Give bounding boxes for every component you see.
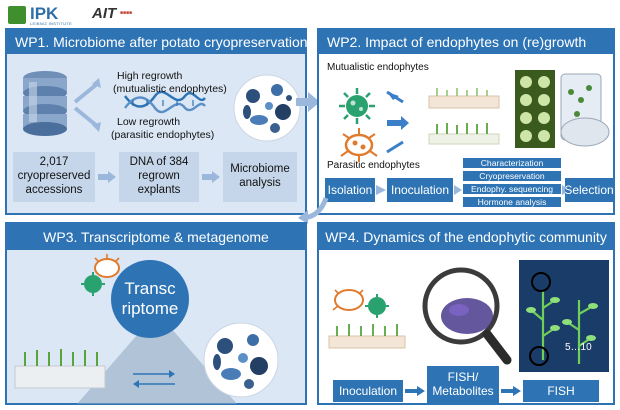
parasitic-microbe-icon	[340, 128, 378, 162]
selection-box: Selection	[564, 178, 614, 202]
mutualistic-label: Mutualistic endophytes	[327, 62, 429, 73]
magnifier-icon	[422, 267, 512, 365]
petri-plates-photo	[515, 70, 555, 148]
wp4-microbes-icon	[332, 289, 389, 318]
wp4-inoculation-box: Inoculation	[333, 380, 403, 402]
wp4-arrow-1	[405, 386, 425, 396]
step-endophyte-sequencing: Endophy. sequencing	[463, 184, 561, 194]
wp2-to-wp3-arrow	[298, 197, 329, 224]
database-icon	[23, 71, 67, 136]
wp4-plant-tray	[328, 324, 406, 349]
wp3-microbes-icon	[81, 254, 120, 296]
step-characterization: Characterization	[463, 158, 561, 168]
parasitic-label: Parasitic endophytes	[327, 160, 420, 171]
microbe-cluster-icon	[233, 74, 301, 142]
step-cryopreservation: Cryopreservation	[463, 171, 561, 181]
wp3-microbiome-icon	[203, 322, 279, 398]
wp2-arrow-1	[376, 185, 386, 195]
wp3-title: WP3. Transcriptome & metagenome	[7, 224, 305, 250]
ipk-logo-subtext: LEIBNIZ INSTITUTE	[30, 21, 72, 26]
wp1-to-wp2-arrow	[296, 92, 320, 112]
transcriptome-circle: Transc riptome	[111, 260, 189, 338]
ait-logo-subtext: ■■■■	[120, 10, 133, 16]
wp2-arrow-2	[454, 185, 462, 195]
transcriptome-label: Transc riptome	[121, 279, 179, 318]
isolation-box: Isolation	[325, 178, 375, 202]
low-regrowth-label: Low regrowth	[117, 116, 181, 128]
ipk-logo-text: IPK	[30, 4, 59, 23]
wp2-title: WP2. Impact of endophytes on (re)growth	[319, 30, 613, 54]
wp1-box-dna: DNA of 384 regrown explants	[119, 152, 199, 202]
wp1-branch-arrows	[73, 78, 101, 132]
wp1-box-microbiome: Microbiome analysis	[223, 152, 297, 202]
wp1-arrow-1	[98, 171, 116, 183]
step-hormone-analysis: Hormone analysis	[463, 197, 561, 207]
plant-growth-photo	[519, 260, 609, 372]
wp4-fish-metabolites-box: FISH/ Metabolites	[427, 366, 499, 404]
timeline-label: 5…10	[565, 342, 592, 353]
high-regrowth-label: High regrowth	[117, 70, 183, 82]
inoculation-box: Inoculation	[387, 178, 453, 202]
ipk-leaf-icon	[8, 6, 26, 24]
wp4-arrow-2	[501, 386, 521, 396]
wp4-fish-box: FISH	[523, 380, 599, 402]
wp2-arrows-icon	[386, 90, 409, 154]
culture-bag-photo	[560, 73, 610, 147]
wp1-arrow-2	[202, 171, 220, 183]
wp2-steps-stack: Characterization Cryopreservation Endoph…	[463, 154, 561, 210]
ipk-logo: IPK LEIBNIZ INSTITUTE	[8, 4, 78, 26]
plant-tray-icon-2	[428, 123, 500, 145]
mutualistic-microbe-icon	[339, 88, 375, 124]
wp3-exchange-arrows	[133, 370, 175, 388]
wp1-panel: WP1. Microbiome after potato cryopreserv…	[5, 28, 308, 215]
wp4-title: WP4. Dynamics of the endophytic communit…	[319, 224, 613, 250]
high-regrowth-sublabel: (mutualistic endophytes)	[113, 83, 227, 95]
wp3-triangle	[77, 312, 237, 404]
wp1-box-accessions: 2,017 cryopreserved accessions	[13, 152, 95, 202]
wp1-title: WP1. Microbiome after potato cryopreserv…	[7, 30, 308, 54]
wp4-panel: WP4. Dynamics of the endophytic communit…	[317, 222, 615, 405]
wp2-panel: WP2. Impact of endophytes on (re)growth …	[317, 28, 615, 215]
low-regrowth-sublabel: (parasitic endophytes)	[111, 129, 215, 141]
wp3-plant-tray	[14, 349, 106, 389]
ait-logo: AIT ■■■■	[92, 5, 152, 25]
plant-tray-icon-1	[428, 88, 500, 109]
ait-logo-text: AIT	[92, 5, 117, 22]
dna-helix-icon	[124, 90, 206, 114]
wp3-panel: WP3. Transcriptome & metagenome Transc r…	[5, 222, 307, 405]
